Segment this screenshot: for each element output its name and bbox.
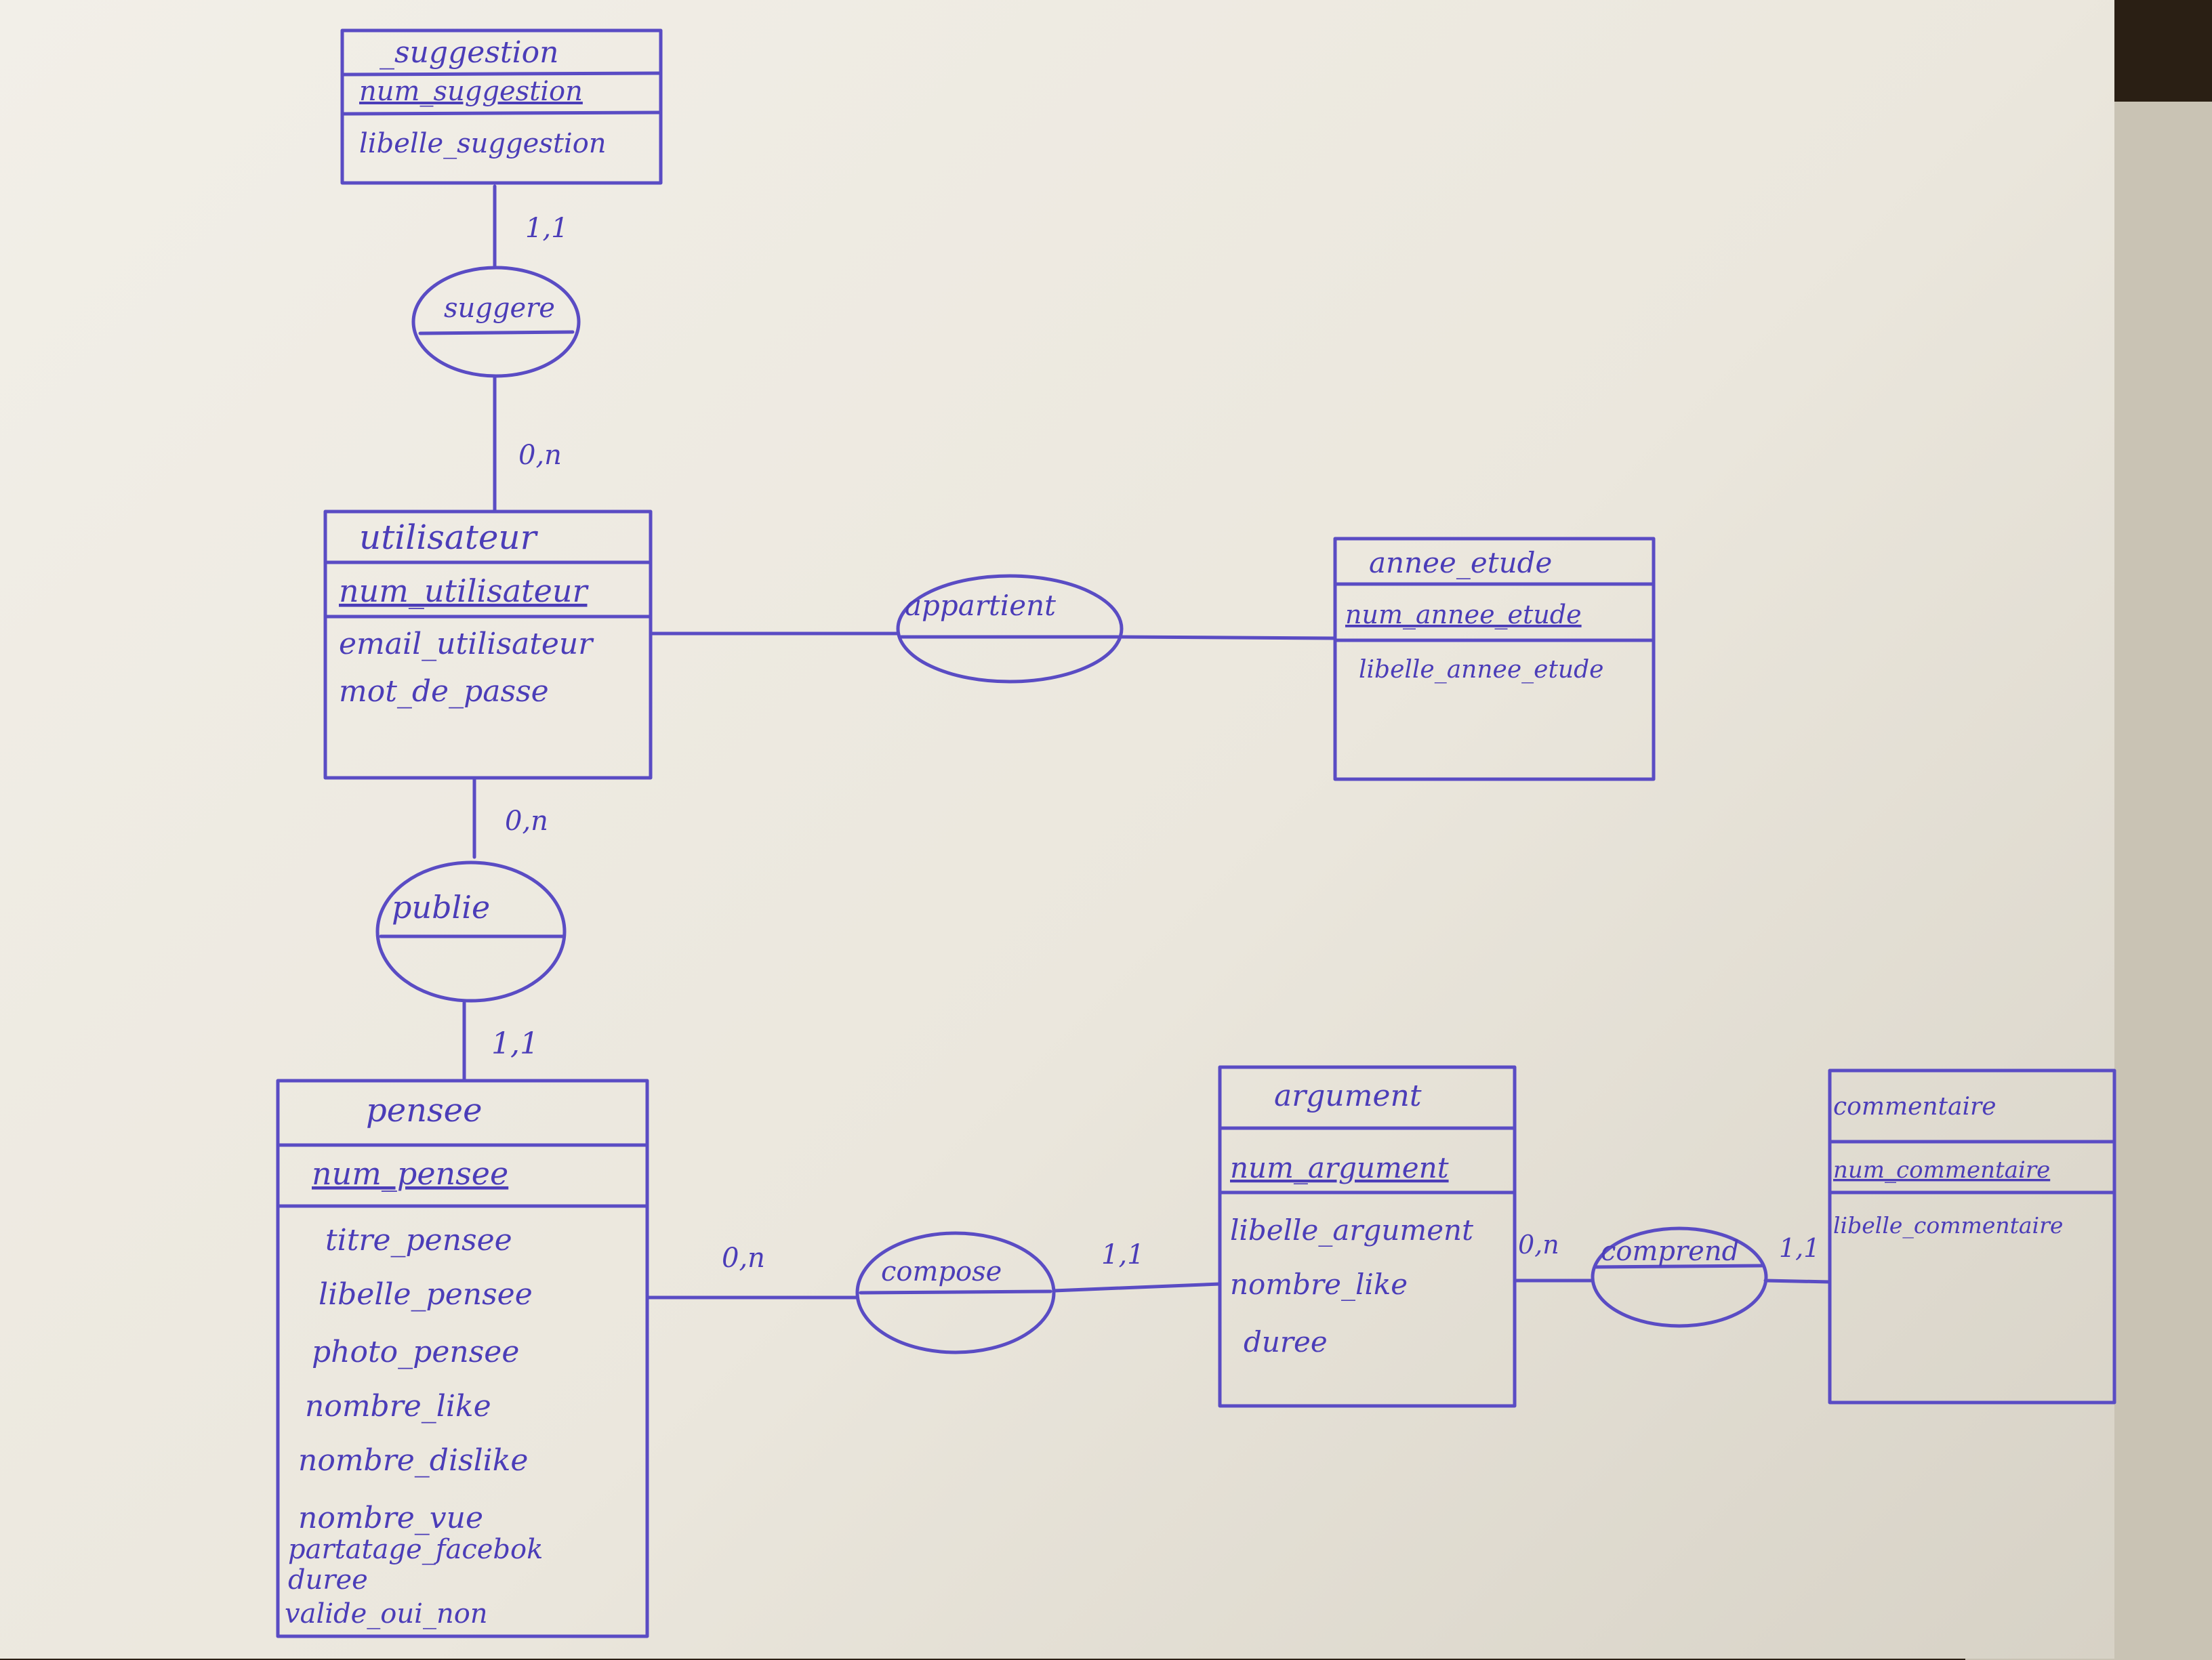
entity-key: num_utilisateur <box>339 573 589 609</box>
line-compose-argument <box>1052 1282 1222 1293</box>
relation-label: comprend <box>1601 1236 1739 1267</box>
entity-title: commentaire <box>1833 1093 1996 1121</box>
line-appartient-annee <box>1120 635 1337 640</box>
cardinality-label: 1,1 <box>525 213 569 244</box>
relation-suggere: suggere <box>411 266 581 378</box>
cardinality-label: 1,1 <box>1779 1233 1820 1263</box>
relation-label: compose <box>881 1256 1002 1287</box>
entity-attribute: mot_de_passe <box>339 674 549 709</box>
entity-annee-etude: annee_etude num_annee_etude libelle_anne… <box>1333 537 1656 781</box>
paper-sheet <box>0 0 2114 1659</box>
cardinality-label: 1,1 <box>1101 1239 1145 1270</box>
relation-label: publie <box>392 889 490 926</box>
entity-pensee: pensee num_pensee titre_pensee libelle_p… <box>276 1079 649 1638</box>
entity-commentaire: commentaire num_commentaire libelle_comm… <box>1828 1068 2116 1405</box>
entity-attribute: email_utilisateur <box>339 627 594 661</box>
entity-attribute: libelle_annee_etude <box>1359 656 1603 684</box>
entity-attribute: partatage_facebok <box>288 1534 543 1565</box>
entity-key: num_argument <box>1230 1151 1449 1184</box>
entity-attribute: libelle_commentaire <box>1833 1212 2063 1239</box>
relation-label: suggere <box>444 293 555 324</box>
cardinality-label: 0,n <box>722 1243 765 1274</box>
entity-title: annee_etude <box>1369 546 1552 579</box>
entity-attribute: nombre_like <box>1230 1268 1408 1301</box>
entity-attribute: libelle_suggestion <box>359 128 607 159</box>
entity-title: pensee <box>366 1092 483 1129</box>
cardinality-label: 1,1 <box>491 1026 539 1061</box>
entity-key: num_pensee <box>312 1155 508 1192</box>
entity-title: utilisateur <box>359 518 539 557</box>
entity-attribute: valide_oui_non <box>285 1598 488 1630</box>
entity-attribute: libelle_pensee <box>319 1277 533 1312</box>
entity-key: num_suggestion <box>359 76 583 107</box>
entity-key: num_annee_etude <box>1345 600 1582 630</box>
relation-compose: compose <box>855 1231 1056 1354</box>
entity-title: _suggestion <box>380 35 558 70</box>
entity-attribute: duree <box>288 1564 368 1596</box>
relation-publie: publie <box>375 860 567 1003</box>
cardinality-labels: 1,1 0,n 0,n 1,1 0,n 1,1 0,n 1,1 <box>491 213 1820 1274</box>
relation-label: appartient <box>905 589 1056 622</box>
line-comprend-commentaire <box>1763 1279 1832 1284</box>
entity-attribute: nombre_dislike <box>298 1443 528 1478</box>
entity-argument: argument num_argument libelle_argument n… <box>1218 1065 1517 1408</box>
entity-utilisateur: utilisateur num_utilisateur email_utilis… <box>323 510 653 780</box>
entity-attribute: nombre_like <box>305 1389 491 1424</box>
entity-suggestion: _suggestion num_suggestion libelle_sugge… <box>340 28 663 185</box>
connector-lines <box>462 184 1832 1300</box>
relation-appartient: appartient <box>896 574 1124 684</box>
entity-title: argument <box>1274 1079 1422 1113</box>
cardinality-label: 0,n <box>1518 1230 1559 1260</box>
entity-attribute: libelle_argument <box>1230 1213 1473 1247</box>
entity-attribute: titre_pensee <box>325 1223 512 1258</box>
entity-attribute: photo_pensee <box>312 1335 519 1369</box>
entity-attribute: nombre_vue <box>298 1501 483 1535</box>
cardinality-label: 0,n <box>505 806 548 837</box>
entity-attribute: duree <box>1244 1325 1328 1358</box>
relation-comprend: comprend <box>1591 1226 1768 1328</box>
entity-key: num_commentaire <box>1833 1157 2050 1184</box>
cardinality-label: 0,n <box>518 440 562 471</box>
